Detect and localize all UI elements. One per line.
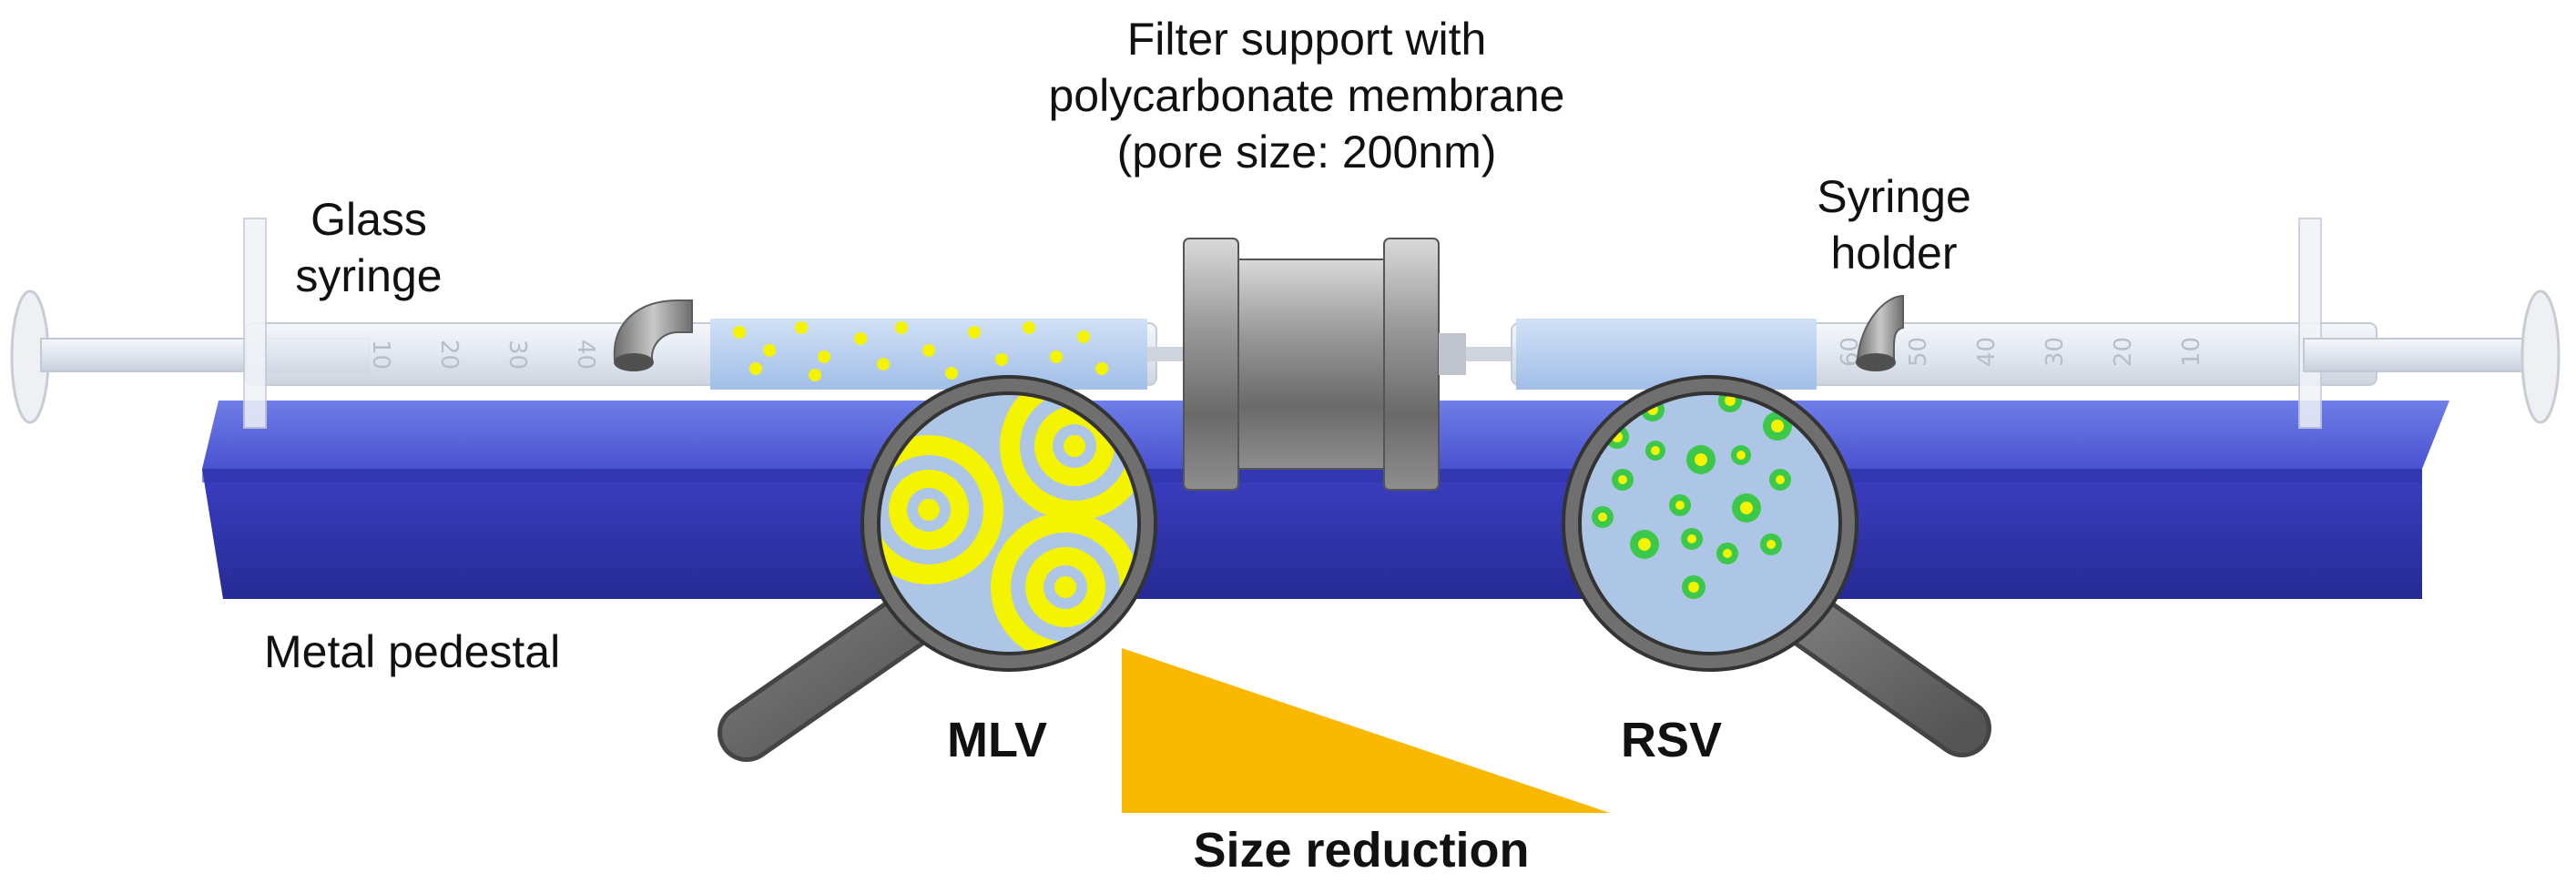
filter-right-flange xyxy=(1383,238,1440,491)
size-reduction-wedge xyxy=(1122,648,1610,813)
left-mlv-dots xyxy=(733,321,1108,381)
mlv-vesicle-left xyxy=(875,435,1003,584)
rsv-vesicles xyxy=(1592,390,1792,599)
right-glass-syringe: 60 50 40 30 20 10 xyxy=(1457,218,2561,429)
size-reduction-label: Size reduction xyxy=(1193,823,1530,878)
glass-label-line2: syringe xyxy=(295,250,443,301)
right-scale-20: 20 xyxy=(2110,337,2137,367)
right-scale-10: 10 xyxy=(2178,337,2205,367)
left-glass-syringe: 10 20 30 40 xyxy=(10,218,1202,429)
left-syringe-holder xyxy=(613,299,693,371)
right-plunger-rod xyxy=(2303,338,2541,372)
right-scale-50: 50 xyxy=(1905,337,1932,367)
glass-label-line1: Glass xyxy=(311,194,427,245)
right-finger-flange xyxy=(2298,218,2322,429)
filter-body xyxy=(1237,259,1385,470)
filter-membrane-gap xyxy=(1439,333,1466,375)
filter-support xyxy=(1183,238,1466,491)
rsv-magnifier xyxy=(1562,375,1991,757)
left-finger-flange xyxy=(243,218,267,429)
left-scale-20: 20 xyxy=(435,340,463,370)
rsv-lens xyxy=(1576,390,1844,657)
right-scale-40: 40 xyxy=(1973,337,2001,367)
holder-label-line1: Syringe xyxy=(1817,171,1971,222)
left-scale-40: 40 xyxy=(572,340,599,370)
right-syringe-scale: 60 50 40 30 20 10 xyxy=(1837,337,2205,367)
filter-left-flange xyxy=(1183,238,1239,491)
right-scale-30: 30 xyxy=(2041,337,2069,367)
pedestal-front-face xyxy=(202,469,2422,599)
filter-label-line2: polycarbonate membrane xyxy=(1048,70,1565,121)
filter-label-line1: Filter support with xyxy=(1126,14,1487,65)
right-plunger-head xyxy=(2520,289,2561,424)
metal-pedestal-label: Metal pedestal xyxy=(264,626,561,677)
mlv-magnifier xyxy=(718,375,1157,762)
right-barrel-liquid xyxy=(1516,319,1817,390)
right-syringe-holder xyxy=(1856,294,1904,371)
left-scale-10: 10 xyxy=(367,340,394,370)
filter-support-label: Filter support with polycarbonate membra… xyxy=(979,11,1634,180)
pedestal-shadow-band xyxy=(202,469,2422,482)
syringe-holder-label: Syringe holder xyxy=(1785,168,2003,281)
glass-syringe-label: Glass syringe xyxy=(264,191,473,304)
rsv-label: RSV xyxy=(1621,713,1723,767)
left-syringe-scale: 10 20 30 40 xyxy=(367,340,599,370)
left-scale-30: 30 xyxy=(504,340,531,370)
filter-label-line3: (pore size: 200nm) xyxy=(1116,127,1497,178)
mlv-label: MLV xyxy=(947,713,1047,767)
holder-label-line2: holder xyxy=(1830,228,1958,279)
